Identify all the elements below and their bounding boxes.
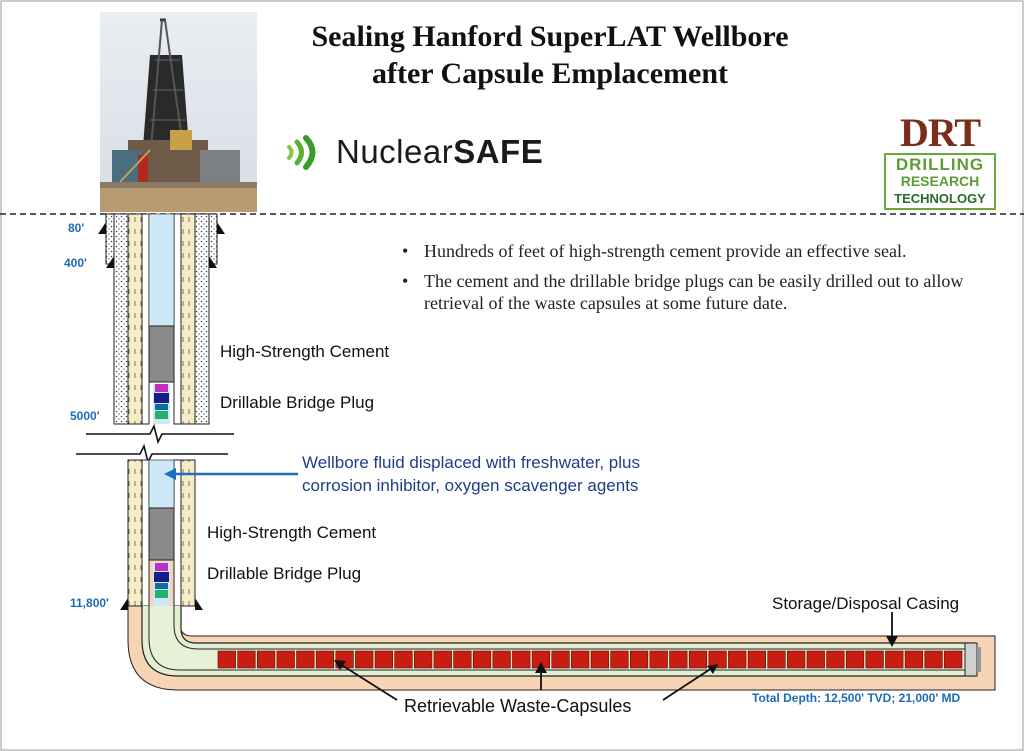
depth-break-symbol — [76, 423, 240, 465]
waste-capsule — [472, 650, 492, 669]
waste-capsule — [688, 650, 708, 669]
title-line-2: after Capsule Emplacement — [371, 57, 729, 90]
drt-logo: DRT DRILLING RESEARCH TECHNOLOGY — [884, 110, 996, 210]
depth-80: 80' — [68, 221, 85, 235]
waste-capsule — [649, 650, 668, 669]
title-line-1: Sealing Hanford SuperLAT Wellbore — [311, 20, 789, 53]
depth-11800: 11,800' — [70, 596, 109, 610]
nuclearsafe-logo-regular: Nuclear — [336, 133, 454, 170]
waste-capsule — [453, 650, 472, 669]
drt-logo-box: DRILLING RESEARCH TECHNOLOGY — [884, 153, 996, 210]
waste-capsule — [767, 650, 786, 669]
label-total-depth: Total Depth: 12,500' TVD; 21,000' MD — [752, 691, 961, 705]
upper-wellbore-section — [98, 213, 225, 425]
waste-capsule — [355, 650, 374, 669]
waste-capsule — [237, 650, 256, 669]
label-cement-upper: High-Strength Cement — [220, 342, 390, 361]
depth-400: 400' — [64, 256, 87, 270]
waste-capsule — [256, 650, 276, 669]
label-fluid-line-1: Wellbore fluid displaced with freshwater… — [302, 453, 640, 472]
waste-capsule — [885, 650, 904, 669]
waste-capsule — [747, 650, 766, 669]
drilling-rig-photo — [100, 12, 257, 212]
waste-capsule — [512, 650, 531, 669]
page-title: Sealing Hanford SuperLAT Wellbore after … — [230, 18, 870, 92]
label-plug-upper: Drillable Bridge Plug — [220, 393, 375, 412]
drt-logo-mark: DRT — [899, 110, 981, 155]
bullet-item: Hundreds of feet of high-strength cement… — [402, 240, 1002, 262]
label-plug-lower: Drillable Bridge Plug — [207, 564, 362, 583]
label-cement-lower: High-Strength Cement — [207, 523, 377, 542]
annotation-arrows — [164, 468, 898, 701]
label-fluid-line-2: corrosion inhibitor, oxygen scavenger ag… — [302, 476, 639, 495]
waste-capsule — [433, 650, 452, 669]
waste-capsule — [610, 650, 629, 669]
waste-capsule — [629, 650, 649, 669]
green-signal-waves-icon — [287, 135, 316, 170]
waste-capsule — [669, 650, 688, 669]
waste-capsule-row — [217, 650, 963, 669]
waste-capsule — [551, 650, 570, 669]
waste-capsule — [394, 650, 413, 669]
waste-capsule — [904, 650, 924, 669]
nuclearsafe-logo: NuclearSAFE — [336, 133, 543, 171]
waste-capsule — [728, 650, 747, 669]
waste-capsule — [924, 650, 943, 669]
label-storage-casing: Storage/Disposal Casing — [772, 594, 960, 613]
waste-capsule — [276, 650, 295, 669]
label-capsules: Retrievable Waste-Capsules — [404, 696, 632, 716]
waste-capsule — [826, 650, 845, 669]
waste-capsule — [315, 650, 335, 669]
waste-capsule — [845, 650, 865, 669]
waste-capsule — [787, 650, 806, 669]
waste-capsule — [865, 650, 884, 669]
waste-capsule — [944, 650, 963, 669]
waste-capsule — [708, 650, 727, 669]
waste-capsule — [590, 650, 609, 669]
bullet-item: The cement and the drillable bridge plug… — [402, 270, 1002, 314]
drt-logo-line-1: DRILLING — [895, 155, 985, 174]
waste-capsule — [806, 650, 825, 669]
waste-capsule — [571, 650, 590, 669]
bullet-list: Hundreds of feet of high-strength cement… — [402, 240, 1002, 322]
waste-capsule — [492, 650, 511, 669]
nuclearsafe-logo-bold: SAFE — [453, 133, 544, 170]
drt-logo-line-2: RESEARCH — [900, 173, 980, 189]
depth-5000: 5000' — [70, 409, 100, 423]
waste-capsule — [414, 650, 433, 669]
waste-capsule — [296, 650, 315, 669]
drt-logo-line-3: TECHNOLOGY — [894, 191, 986, 206]
waste-capsule — [217, 650, 236, 669]
waste-capsule — [374, 650, 393, 669]
